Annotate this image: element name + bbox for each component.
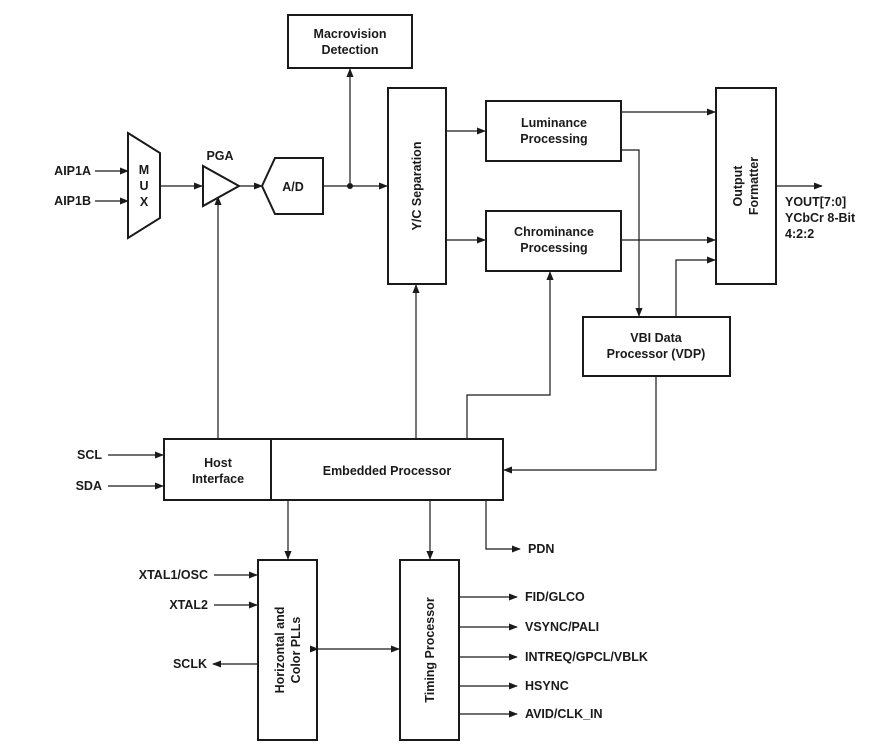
yout-label-1: YOUT[7:0] — [785, 195, 846, 209]
mux-label-x: X — [140, 195, 149, 209]
sclk-label: SCLK — [173, 657, 207, 671]
vsync-label: VSYNC/PALI — [525, 620, 599, 634]
plls-block: Horizontal and Color PLLs — [257, 559, 318, 741]
host-interface-block: Host Interface — [163, 438, 272, 501]
yc-separation-block: Y/C Separation — [387, 87, 447, 285]
plls-label-2: Color PLLs — [289, 617, 303, 684]
luminance-label-1: Luminance — [521, 116, 587, 130]
hsync-label: HSYNC — [525, 679, 569, 693]
output-formatter-label-1: Output — [731, 165, 745, 207]
scl-label: SCL — [77, 448, 102, 462]
vbi-to-embedded-arrow — [503, 376, 657, 474]
fid-label: FID/GLCO — [525, 590, 585, 604]
luminance-to-vbi-arrow — [621, 149, 643, 317]
timing-processor-label: Timing Processor — [423, 597, 437, 702]
vbi-processor-block: VBI Data Processor (VDP) — [582, 316, 731, 377]
sda-label: SDA — [76, 479, 102, 493]
pga-label: PGA — [206, 149, 233, 163]
host-interface-label-2: Interface — [192, 472, 244, 486]
luminance-label-2: Processing — [520, 132, 587, 146]
vbi-label-1: VBI Data — [630, 331, 682, 345]
host-interface-label-1: Host — [204, 456, 233, 470]
adc-label: A/D — [282, 180, 304, 194]
embedded-processor-block: Embedded Processor — [270, 438, 504, 501]
vbi-to-formatter-arrow — [675, 256, 716, 317]
yc-separation-label: Y/C Separation — [410, 142, 424, 231]
xtal2-label: XTAL2 — [169, 598, 208, 612]
yout-label-3: 4:2:2 — [785, 227, 814, 241]
chrominance-processing-block: Chrominance Processing — [485, 210, 622, 272]
chrominance-label-1: Chrominance — [514, 225, 594, 239]
macrovision-label-2: Detection — [322, 43, 379, 57]
pdn-label: PDN — [528, 542, 554, 556]
aip1a-label: AIP1A — [54, 164, 91, 178]
macrovision-label-1: Macrovision — [314, 27, 387, 41]
mux-label-u: U — [139, 179, 148, 193]
yout-label-2: YCbCr 8-Bit — [785, 211, 856, 225]
embedded-to-chrominance-arrow — [466, 271, 554, 439]
pdn-arrow — [485, 500, 521, 553]
output-formatter-label-2: Formatter — [747, 157, 761, 215]
aip1b-label: AIP1B — [54, 194, 91, 208]
plls-label-1: Horizontal and — [273, 607, 287, 694]
macrovision-detection-block: Macrovision Detection — [287, 14, 413, 69]
avid-label: AVID/CLK_IN — [525, 707, 603, 721]
luminance-processing-block: Luminance Processing — [485, 100, 622, 162]
adc-block: A/D — [260, 157, 324, 215]
chrominance-label-2: Processing — [520, 241, 587, 255]
output-formatter-block: Output Formatter — [715, 87, 777, 285]
xtal1-label: XTAL1/OSC — [139, 568, 208, 582]
pga-block: PGA — [202, 149, 242, 208]
intreq-label: INTREQ/GPCL/VBLK — [525, 650, 648, 664]
embedded-processor-label: Embedded Processor — [323, 464, 452, 478]
mux-label-m: M — [139, 163, 149, 177]
mux-block: M U X — [127, 131, 161, 240]
timing-processor-block: Timing Processor — [399, 559, 460, 741]
vbi-label-2: Processor (VDP) — [607, 347, 706, 361]
